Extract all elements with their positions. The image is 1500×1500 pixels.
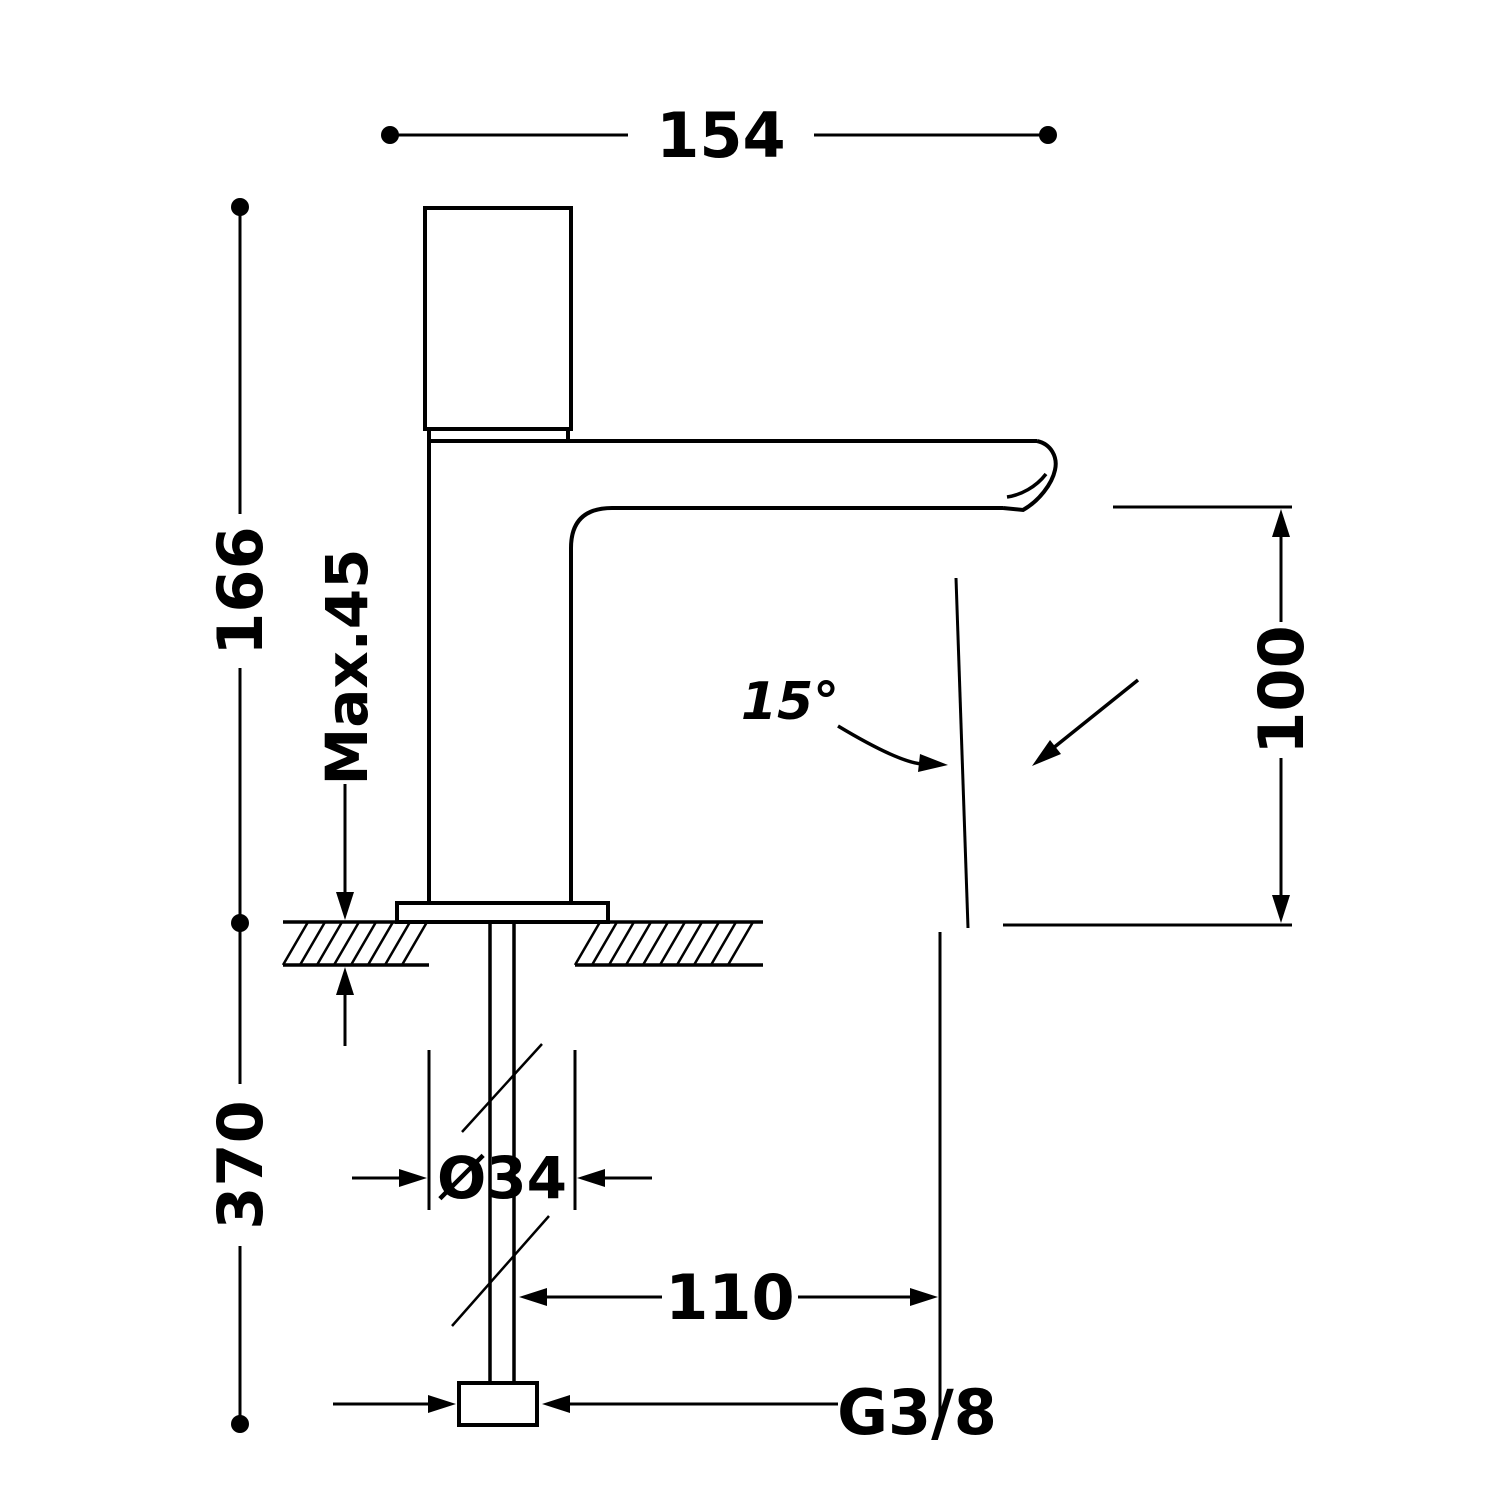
- faucet-outline: [395, 206, 1058, 924]
- hatch-line: [315, 921, 344, 966]
- pipe-break-mark-1: [461, 1043, 543, 1133]
- hatch-line: [675, 921, 704, 966]
- dim-o34: Ø34: [352, 1050, 652, 1212]
- handle: [423, 206, 573, 431]
- dim-label-hole-diameter: Ø34: [437, 1144, 567, 1212]
- spout-underside-and-body-right-edge: [569, 506, 1003, 903]
- angle-arc: [837, 724, 923, 766]
- arrowhead-right: [910, 1288, 938, 1306]
- arrowhead-up: [1272, 509, 1290, 537]
- hatch-line: [298, 921, 327, 966]
- angle-arc-arrowhead: [918, 754, 948, 772]
- dim-154: 154: [381, 99, 1057, 172]
- hatch-line: [332, 921, 361, 966]
- dim-15deg: 15°: [741, 577, 1140, 929]
- dim-dot: [381, 126, 399, 144]
- arrowhead-left: [542, 1395, 570, 1413]
- deck-section: [281, 920, 763, 967]
- dim-label-spout-height: 100: [1245, 625, 1318, 754]
- hatch-line: [709, 921, 738, 966]
- spout-tip: [1002, 439, 1058, 513]
- dim-label-height-above-deck: 166: [204, 526, 277, 655]
- dim-label-length-below-deck: 370: [204, 1100, 277, 1229]
- base-flange: [395, 901, 610, 924]
- dim-label-spout-angle: 15°: [741, 672, 839, 732]
- arrowhead-up: [336, 967, 354, 995]
- hatch-line: [366, 921, 395, 966]
- dim-max45: Max.45: [313, 548, 381, 1046]
- hatch-line: [400, 921, 429, 966]
- stream-reference-line: [954, 577, 970, 929]
- hatch-line: [726, 921, 755, 966]
- dim-label-overall-depth: 154: [656, 99, 785, 172]
- arrowhead-left: [577, 1169, 605, 1187]
- stream-arrow-shaft: [1050, 678, 1140, 751]
- dim-label-spout-reach: 110: [665, 1261, 794, 1334]
- dim-g38: G3/8: [333, 1376, 997, 1449]
- dim-110: 110: [519, 932, 942, 1428]
- arrowhead-down: [336, 892, 354, 920]
- dim-dot: [231, 198, 249, 216]
- dim-dot: [1039, 126, 1057, 144]
- hatch-line: [658, 921, 687, 966]
- hatch-line: [383, 921, 412, 966]
- deck-hatching-right: [573, 921, 755, 966]
- g38-connector: [457, 1381, 539, 1427]
- hatch-line: [692, 921, 721, 966]
- deck-hatching-left: [281, 921, 429, 966]
- supply-pipe: [451, 922, 550, 1427]
- hatch-line: [573, 921, 602, 966]
- aerator-detail: [1006, 472, 1048, 499]
- dim-100: 100: [1003, 505, 1318, 927]
- dim-370: 370: [204, 923, 277, 1433]
- hatch-line: [590, 921, 619, 966]
- stream-arrowhead: [1032, 740, 1061, 766]
- dim-166: 166: [204, 198, 277, 932]
- hatch-line: [349, 921, 378, 966]
- arrowhead-right: [428, 1395, 456, 1413]
- pipe-break-mark-2: [451, 1215, 550, 1327]
- arrowhead-left: [519, 1288, 547, 1306]
- hatch-line: [281, 921, 310, 966]
- dim-label-max-deck-thickness: Max.45: [313, 548, 381, 785]
- arrowhead-right: [399, 1169, 427, 1187]
- dim-label-thread: G3/8: [837, 1376, 997, 1449]
- hatch-line: [607, 921, 636, 966]
- hatch-line: [624, 921, 653, 966]
- arrowhead-down: [1272, 895, 1290, 923]
- hatch-line: [641, 921, 670, 966]
- dim-dot: [231, 1415, 249, 1433]
